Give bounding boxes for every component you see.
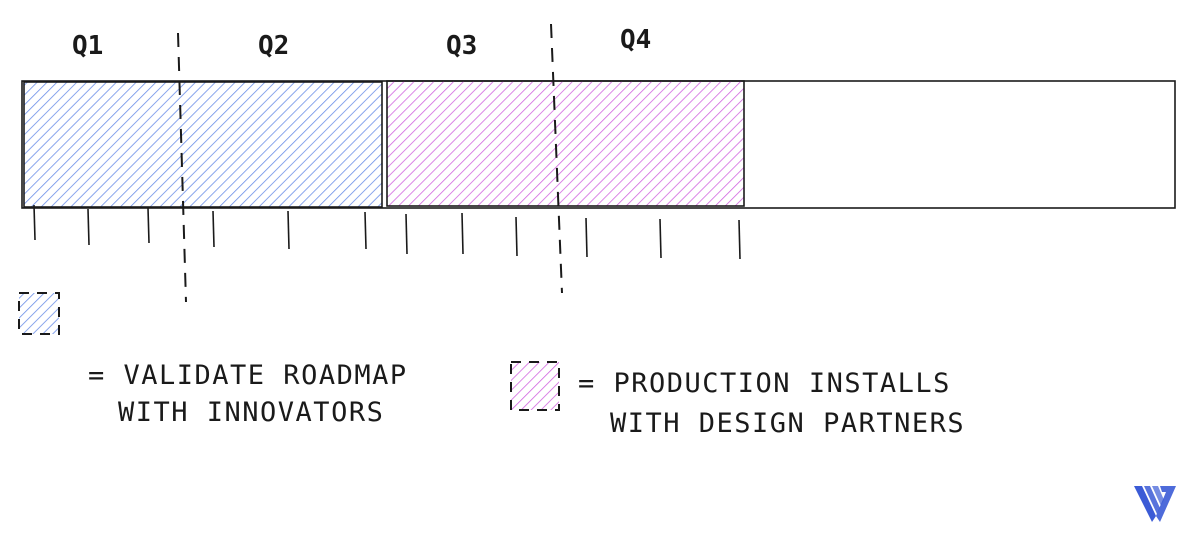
tick-mark — [33, 204, 36, 241]
quarter-label-q4: Q4 — [620, 25, 651, 55]
tick-mark — [212, 210, 215, 248]
tick-mark — [364, 211, 367, 250]
legend-swatch-validate — [18, 292, 60, 335]
quarter-label-q3: Q3 — [446, 31, 477, 61]
production-phase-segment — [386, 80, 745, 207]
legend-label-validate-line-2: WITH INNOVATORS — [118, 397, 384, 428]
tick-mark — [461, 212, 464, 255]
legend-label-production-line-2: WITH DESIGN PARTNERS — [610, 408, 965, 439]
tick-mark — [515, 216, 518, 257]
tick-mark — [585, 217, 588, 258]
tick-mark — [405, 213, 408, 255]
quarter-divider-q3-q4 — [550, 23, 563, 294]
quarter-label-q2: Q2 — [258, 31, 289, 61]
tick-mark — [287, 210, 290, 250]
tick-mark — [659, 218, 662, 259]
tick-marks — [33, 204, 741, 260]
tick-mark — [147, 207, 150, 244]
quarter-label-q1: Q1 — [72, 31, 103, 61]
legend-swatch-production — [510, 361, 560, 411]
brand-v-logo-icon — [1134, 486, 1176, 522]
quarter-divider-q1-q2 — [177, 32, 187, 303]
validate-phase-segment — [23, 81, 383, 208]
tick-mark — [738, 219, 741, 260]
tick-mark — [87, 208, 90, 246]
legend-label-production-line-1: = PRODUCTION INSTALLS — [578, 368, 951, 399]
legend-label-validate-line-1: = VALIDATE ROADMAP — [88, 360, 408, 391]
